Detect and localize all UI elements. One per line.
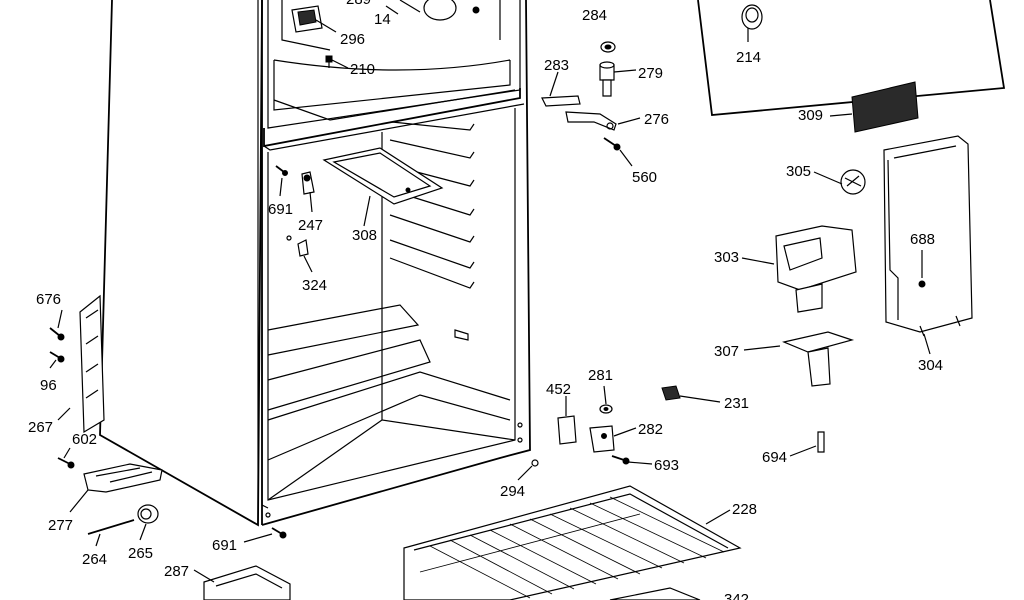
callout-688: 688: [910, 231, 935, 248]
door-panel: [697, 0, 1006, 133]
callout-14: 14: [374, 11, 391, 28]
callout-210: 210: [350, 61, 375, 78]
callout-308: 308: [352, 227, 377, 244]
callout-307: 307: [714, 343, 739, 360]
callout-96: 96: [40, 377, 57, 394]
callout-303: 303: [714, 249, 739, 266]
refrigerator-cabinet: [99, 0, 531, 527]
callout-276: 276: [644, 111, 669, 128]
callout-296: 296: [340, 31, 365, 48]
callout-264: 264: [82, 551, 107, 568]
callout-214: 214: [736, 49, 761, 66]
callout-279: 279: [638, 65, 663, 82]
parts: [49, 0, 973, 600]
callout-282: 282: [638, 421, 663, 438]
callout-247: 247: [298, 217, 323, 234]
callout-602: 602: [72, 431, 97, 448]
callout-691-lower: 691: [212, 537, 237, 554]
callout-676: 676: [36, 291, 61, 308]
callout-284: 284: [582, 7, 607, 24]
callout-560: 560: [632, 169, 657, 186]
leader-lines: [49, 5, 931, 583]
callout-342: 342: [724, 591, 749, 600]
callout-228: 228: [732, 501, 757, 518]
callout-691-upper: 691: [268, 201, 293, 218]
callout-287: 287: [164, 563, 189, 580]
callout-283: 283: [544, 57, 569, 74]
callout-265: 265: [128, 545, 153, 562]
callout-309: 309: [798, 107, 823, 124]
callout-289: 289: [346, 0, 371, 8]
callout-305: 305: [786, 163, 811, 180]
callout-231: 231: [724, 395, 749, 412]
callout-694: 694: [762, 449, 787, 466]
callout-267: 267: [28, 419, 53, 436]
callout-294: 294: [500, 483, 525, 500]
callout-277: 277: [48, 517, 73, 534]
callout-324: 324: [302, 277, 327, 294]
callout-452: 452: [546, 381, 571, 398]
callout-693: 693: [654, 457, 679, 474]
callout-304: 304: [918, 357, 943, 374]
callout-labels: 289 14 296 210 284 214 283 279 276 309 5…: [28, 0, 943, 600]
callout-281: 281: [588, 367, 613, 384]
